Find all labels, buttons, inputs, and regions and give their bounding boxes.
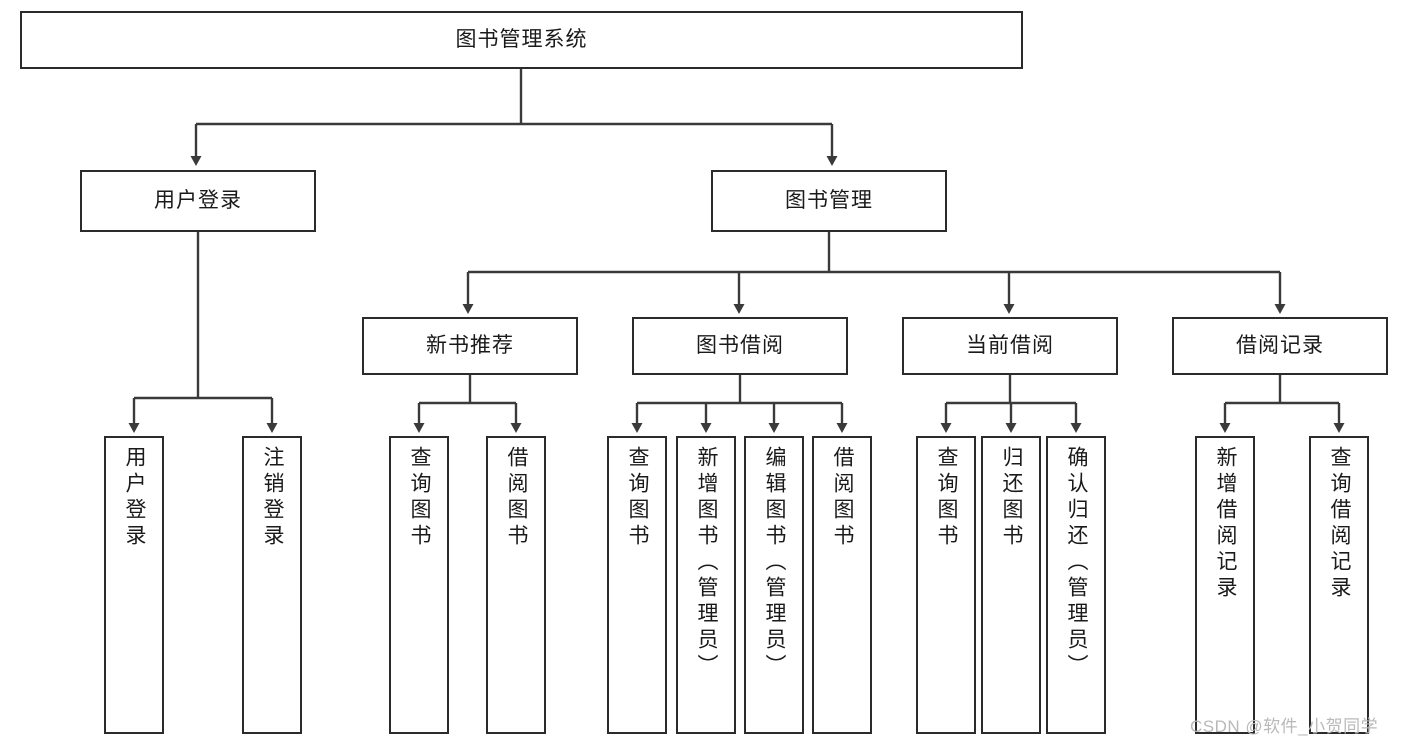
node-label: 图书管理系统 bbox=[455, 28, 588, 52]
node-label: 新书推荐 bbox=[426, 334, 514, 358]
node-label: 用户登录 bbox=[123, 446, 147, 550]
leaf-borrow-edit-book-admin[interactable]: 编辑图书（管理员） bbox=[744, 436, 804, 734]
node-label: 查询图书 bbox=[408, 446, 432, 550]
node-label: 当前借阅 bbox=[966, 334, 1054, 358]
node-borrow-record[interactable]: 借阅记录 bbox=[1172, 317, 1388, 375]
leaf-recommend-query-book[interactable]: 查询图书 bbox=[389, 436, 449, 734]
leaf-user-login[interactable]: 用户登录 bbox=[104, 436, 164, 734]
node-label: 用户登录 bbox=[154, 189, 242, 213]
leaf-current-query-book[interactable]: 查询图书 bbox=[916, 436, 976, 734]
leaf-record-add-borrow-record[interactable]: 新增借阅记录 bbox=[1195, 436, 1255, 734]
node-book-borrow[interactable]: 图书借阅 bbox=[632, 317, 848, 375]
leaf-borrow-borrow-book[interactable]: 借阅图书 bbox=[812, 436, 872, 734]
node-root-system[interactable]: 图书管理系统 bbox=[20, 11, 1023, 69]
watermark-csdn: CSDN @软件_小贺同学 bbox=[1190, 717, 1379, 736]
node-label: 注销登录 bbox=[261, 446, 285, 550]
leaf-current-confirm-return-admin[interactable]: 确认归还（管理员） bbox=[1046, 436, 1106, 734]
node-label: 新增借阅记录 bbox=[1214, 446, 1238, 602]
node-label: 查询图书 bbox=[935, 446, 959, 550]
node-label: 新增图书（管理员） bbox=[695, 446, 719, 680]
node-book-management[interactable]: 图书管理 bbox=[711, 170, 947, 232]
node-label: 查询借阅记录 bbox=[1328, 446, 1352, 602]
leaf-record-query-borrow-record[interactable]: 查询借阅记录 bbox=[1309, 436, 1369, 734]
node-user-login[interactable]: 用户登录 bbox=[80, 170, 316, 232]
node-label: 借阅图书 bbox=[831, 446, 855, 550]
leaf-borrow-query-book[interactable]: 查询图书 bbox=[607, 436, 667, 734]
node-new-book-recommend[interactable]: 新书推荐 bbox=[362, 317, 578, 375]
node-label: 编辑图书（管理员） bbox=[763, 446, 787, 680]
node-label: 确认归还（管理员） bbox=[1065, 446, 1089, 680]
node-label: 借阅记录 bbox=[1236, 334, 1324, 358]
node-label: 借阅图书 bbox=[505, 446, 529, 550]
leaf-logout-login[interactable]: 注销登录 bbox=[242, 436, 302, 734]
node-label: 查询图书 bbox=[626, 446, 650, 550]
leaf-borrow-add-book-admin[interactable]: 新增图书（管理员） bbox=[676, 436, 736, 734]
leaf-recommend-borrow-book[interactable]: 借阅图书 bbox=[486, 436, 546, 734]
leaf-current-return-book[interactable]: 归还图书 bbox=[981, 436, 1041, 734]
node-label: 归还图书 bbox=[1000, 446, 1024, 550]
node-current-borrow[interactable]: 当前借阅 bbox=[902, 317, 1118, 375]
node-label: 图书借阅 bbox=[696, 334, 784, 358]
node-label: 图书管理 bbox=[785, 189, 873, 213]
